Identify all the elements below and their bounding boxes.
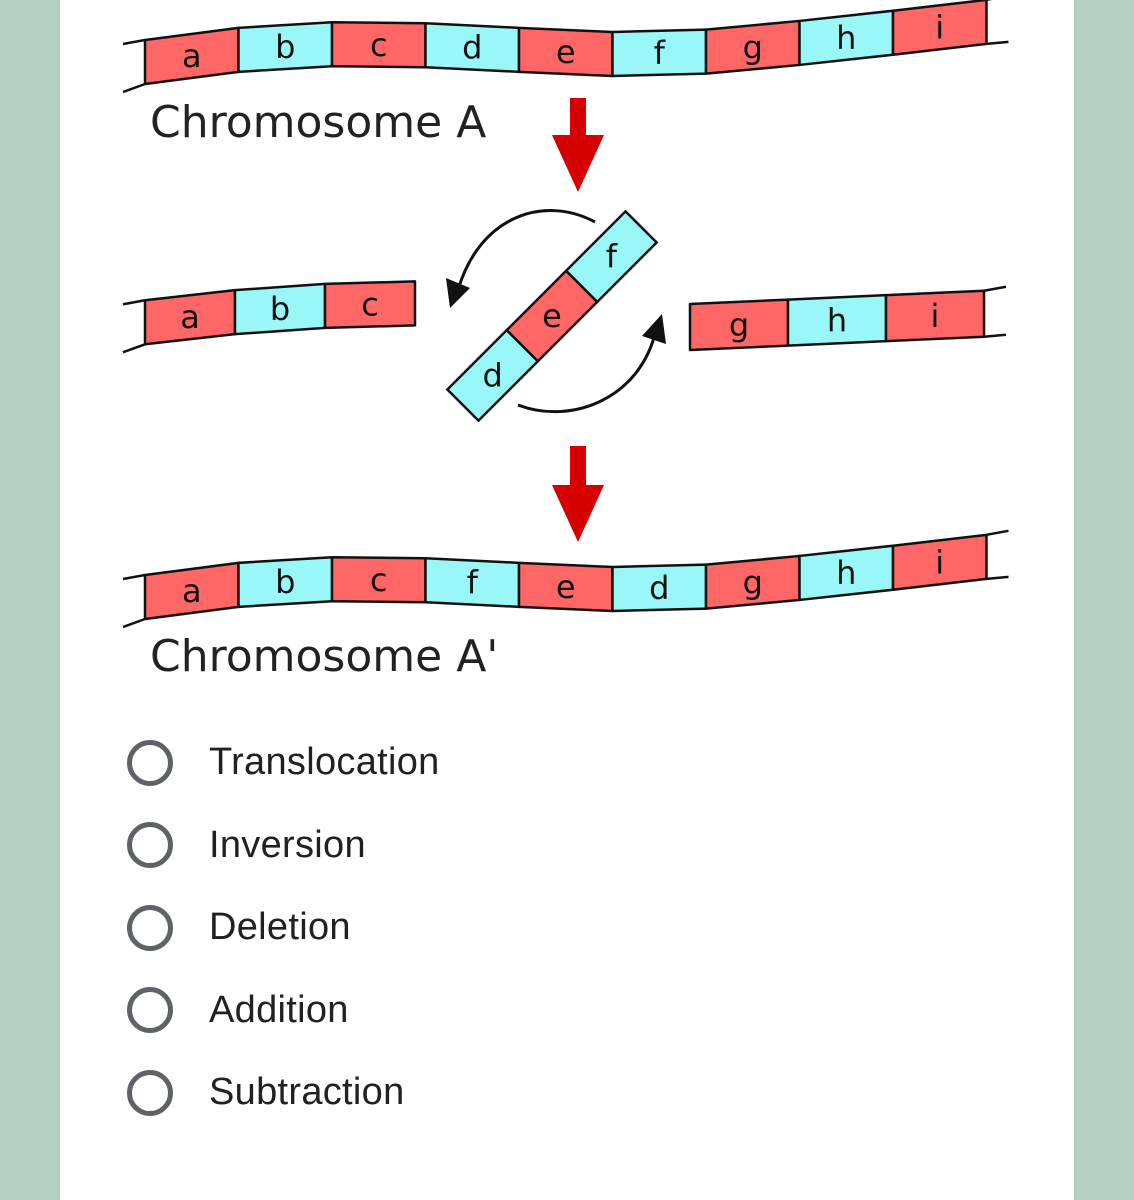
telomere-left xyxy=(122,299,146,306)
gene-label-e: e xyxy=(556,568,576,606)
option-addition[interactable]: Addition xyxy=(124,956,440,1066)
gene-label-g: g xyxy=(743,28,763,66)
option-translocation[interactable]: Translocation xyxy=(124,708,440,818)
option-label: Inversion xyxy=(209,823,366,866)
gene-label-c: c xyxy=(361,286,379,324)
gene-label-a: a xyxy=(182,572,202,610)
telomere-right xyxy=(986,40,1009,46)
rotate-arrow-top-icon xyxy=(446,209,596,308)
gene-label-f: f xyxy=(654,34,666,72)
gene-label-e: e xyxy=(556,33,576,71)
gene-label-c: c xyxy=(370,561,388,599)
gene-label-b: b xyxy=(270,290,290,328)
rotate-arrow-bottom-icon xyxy=(517,314,666,414)
gene-label-a: a xyxy=(182,37,202,75)
telomere-right xyxy=(983,285,1007,292)
option-label: Addition xyxy=(209,988,349,1031)
gene-label-d: d xyxy=(482,356,502,394)
gene-label-i: i xyxy=(935,8,944,46)
telomere-left xyxy=(122,82,146,94)
telomere-right xyxy=(986,575,1009,581)
down-arrow-icon xyxy=(552,446,604,542)
option-inversion[interactable]: Inversion xyxy=(124,791,440,901)
option-deletion[interactable]: Deletion xyxy=(124,873,440,983)
radio-button[interactable] xyxy=(127,822,173,869)
radio-button[interactable] xyxy=(127,904,173,951)
gene-label-d: d xyxy=(462,29,482,67)
gene-label-i: i xyxy=(935,543,944,581)
telomere-right xyxy=(983,333,1007,339)
radio-button[interactable] xyxy=(127,987,173,1034)
telomere-left xyxy=(122,343,146,354)
gene-label-a: a xyxy=(180,298,200,336)
down-arrow-icon xyxy=(552,98,604,192)
telomere-left xyxy=(122,573,146,581)
gene-label-h: h xyxy=(836,19,856,57)
broken-right-fragment: g h i xyxy=(688,285,1007,352)
gene-segment-f xyxy=(564,209,659,304)
gene-label-h: h xyxy=(827,301,847,339)
gene-label-e: e xyxy=(542,297,562,335)
telomere-left xyxy=(122,617,146,629)
gene-label-d: d xyxy=(649,569,669,607)
gene-label-h: h xyxy=(836,554,856,592)
chromosome-a-prime-label: Chromosome A' xyxy=(150,631,498,682)
gene-label-c: c xyxy=(370,26,388,64)
answer-options: Translocation Inversion Deletion Additio… xyxy=(124,708,440,1148)
telomere-left xyxy=(122,38,146,46)
option-label: Subtraction xyxy=(209,1071,405,1114)
gene-label-b: b xyxy=(275,563,295,601)
option-label: Translocation xyxy=(209,741,440,784)
broken-left-fragment: a b c xyxy=(122,280,417,354)
gene-label-i: i xyxy=(931,297,940,335)
gene-segment-c xyxy=(323,280,417,330)
gene-label-f: f xyxy=(606,238,618,276)
radio-button[interactable] xyxy=(127,1069,173,1116)
option-subtraction[interactable]: Subtraction xyxy=(124,1038,440,1148)
telomere-right xyxy=(986,529,1009,537)
gene-label-g: g xyxy=(743,563,763,601)
gene-label-b: b xyxy=(275,28,295,66)
gene-label-g: g xyxy=(729,306,749,344)
option-label: Deletion xyxy=(209,906,351,949)
inverted-segment: d e f xyxy=(445,209,659,423)
chromosome-a-row: a b c d e f g h i xyxy=(122,0,1009,94)
chromosome-a-label: Chromosome A xyxy=(150,97,486,148)
gene-label-f: f xyxy=(467,564,479,602)
chromosome-inversion-diagram: a b c d e f g h i Chromosome A a b c d e f g h i a b c f e… xyxy=(122,0,1009,682)
radio-button[interactable] xyxy=(127,739,173,786)
